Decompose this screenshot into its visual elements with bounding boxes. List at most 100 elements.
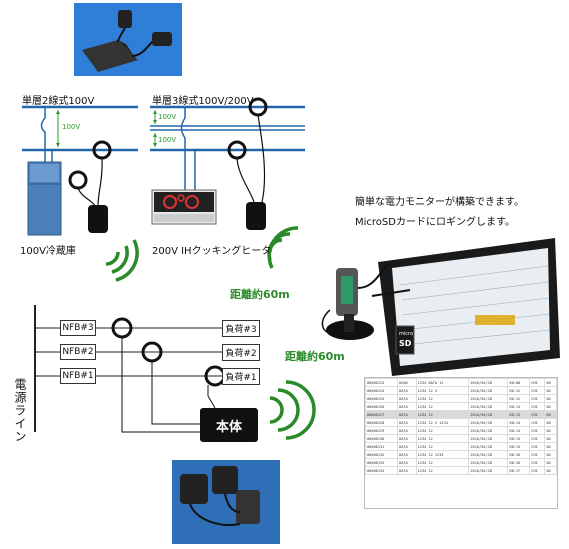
description-line-1: 簡単な電力モニターが構築できます。 [355,197,524,208]
label-micro: micro [399,331,414,337]
table-cell: 00 [544,386,557,395]
table-cell: 00:15 [507,434,531,443]
table-cell: 00 [544,410,557,419]
table-cell: CH1 [529,450,546,459]
table-cell: 1234 12 1234 [415,450,470,459]
table-cell: 2016/04/28 [468,442,509,451]
nfb-3: NFB#3 [60,320,96,336]
table-cell: 00000126 [365,402,399,411]
table-cell: CH1 [529,434,546,443]
table-cell: 00 [544,466,557,475]
table-cell: CH1 [529,386,546,395]
nfb-2: NFB#2 [60,344,96,360]
table-cell: 1234 12 [415,426,470,435]
table-cell: 1234 12 [415,402,470,411]
table-cell: CH1 [529,378,546,387]
table-cell: 00 [544,442,557,451]
load-2: 負荷#2 [222,344,260,361]
table-cell: DATA [397,386,417,395]
table-cell: 00000123 [365,378,399,387]
table-cell: 00000124 [365,386,399,395]
table-cell: 2016/04/28 [468,466,509,475]
table-cell: 2016/04/28 [468,402,509,411]
table-cell: DATA [397,418,417,427]
table-cell: 00:17 [507,466,531,475]
table-cell: 1234 12 V 1234 [415,418,470,427]
table-cell: CH1 [529,410,546,419]
table-cell: 00 [544,450,557,459]
table-cell: 1234 DATA 12 [415,378,470,387]
label-single-phase-3wire: 単層3線式100V/200V [152,96,254,107]
table-cell: 00:13 [507,402,531,411]
tablet-photo [321,238,560,376]
table-cell: 00 [544,394,557,403]
sensor-device-photo [74,3,182,76]
table-cell: HEAD [397,378,417,387]
label-distance-top: 距離約60m [230,288,290,301]
table-cell: 1234 12 [415,394,470,403]
label-distance-bottom: 距離約60m [285,350,345,363]
table-cell: 1234 12 V [415,386,470,395]
table-cell: CH1 [529,426,546,435]
nfb-1: NFB#1 [60,368,96,384]
table-cell: 00000133 [365,458,399,467]
table-cell: 2016/04/28 [468,450,509,459]
table-cell: 00:15 [507,442,531,451]
table-cell: 00 [544,402,557,411]
table-cell: 00:13 [507,410,531,419]
label-fridge: 100V冷蔵庫 [20,246,76,257]
table-cell: 1234 12 [415,458,470,467]
table-cell: DATA [397,394,417,403]
single-phase-3wire-diagram [150,97,305,230]
table-cell: DATA [397,458,417,467]
ct-kit-photo [172,460,280,544]
table-cell: 00000127 [365,410,399,419]
table-cell: 00:12 [507,386,531,395]
table-cell: CH1 [529,418,546,427]
table-cell: 00:16 [507,458,531,467]
table-cell: DATA [397,466,417,475]
table-cell: 00000128 [365,418,399,427]
table-cell: 00000131 [365,442,399,451]
table-cell: DATA [397,442,417,451]
radio-waves-top [105,226,299,282]
table-cell: 2016/04/28 [468,378,509,387]
radio-waves-bottom [269,380,316,440]
table-cell: 00:14 [507,418,531,427]
table-cell: 2016/04/28 [468,410,509,419]
table-cell: DATA [397,450,417,459]
label-cooker: 200V IHクッキングヒータ [152,246,272,257]
single-phase-2wire-diagram [22,105,138,236]
table-cell: 00 [544,458,557,467]
description-line-2: MicroSDカードにロギングします。 [355,217,515,228]
label-voltage-3wire-upper: 100V [158,113,177,121]
table-cell: 00:12 [507,394,531,403]
table-cell: CH1 [529,402,546,411]
label-power-line: 電源ライン [13,378,27,443]
table-cell: CH1 [529,458,546,467]
table-cell: 00 [544,434,557,443]
table-cell: 00 [544,418,557,427]
main-unit: 本体 [200,408,258,442]
table-cell: 00000130 [365,434,399,443]
table-cell: 00:00 [507,378,531,387]
load-1: 負荷#1 [222,368,260,385]
table-cell: 00:14 [507,426,531,435]
table-cell: 1234 12 [415,466,470,475]
table-cell: DATA [397,402,417,411]
table-cell: 00000125 [365,394,399,403]
table-cell: CH1 [529,466,546,475]
table-cell: 00 [544,378,557,387]
